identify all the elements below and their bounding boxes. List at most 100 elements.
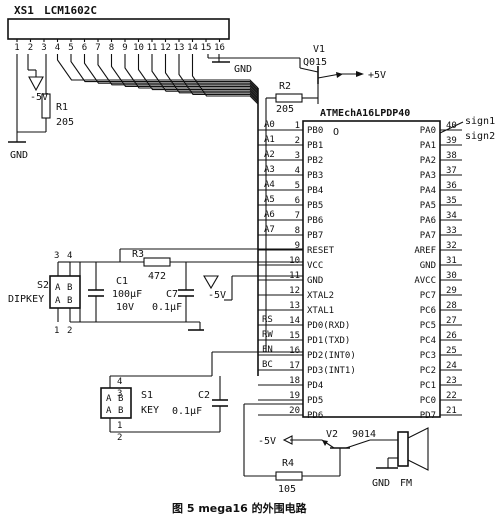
mcu-pin-num-24: 24: [446, 361, 457, 371]
s1-cell-b1: B: [118, 394, 123, 404]
mcu-pin-num-16: 16: [289, 346, 300, 356]
v2-ref: V2: [326, 429, 338, 440]
mcu-pin-num-7: 7: [295, 211, 300, 221]
mcu-pin-name-2: PB1: [307, 141, 323, 151]
s1-cell-b2: B: [118, 406, 123, 416]
s2-pin4: 4: [67, 251, 72, 261]
net-label-a5: A5: [264, 195, 275, 205]
mcu-pin-num-3: 3: [295, 151, 300, 161]
bus-wire-13: [178, 54, 259, 103]
r4-ref: R4: [282, 458, 294, 469]
mcu-right-pins: 40PA039PA138PA237PA336PA435PA534PA633PA7…: [414, 121, 462, 421]
s2-name: DIPKEY: [8, 294, 44, 305]
mcu-pin-name-39: PA1: [420, 141, 436, 151]
resistor-r3: [143, 257, 171, 267]
lcd-pin-6: 6: [82, 43, 87, 53]
mcu-pin-name-27: PC5: [420, 321, 436, 331]
mcu-pin-num-5: 5: [295, 181, 300, 191]
mcu-pin-num-40: 40: [446, 121, 457, 131]
label-r2-ref: R2: [279, 81, 291, 92]
mcu-pin-name-19: PD5: [307, 396, 323, 406]
lcd-pin-7: 7: [95, 43, 100, 53]
lcd-pin-16: 16: [214, 43, 225, 53]
mcu-pin-name-26: PC4: [420, 336, 436, 346]
mcu-pin-num-27: 27: [446, 316, 457, 326]
label-sign1: sign1: [465, 116, 495, 127]
s1-cell-a2: A: [106, 406, 112, 416]
s1-body: [100, 387, 132, 419]
mcu-pin-name-23: PC1: [420, 381, 436, 391]
lcd-pin-3: 3: [41, 43, 46, 53]
mcu-pin-name-33: PA7: [420, 231, 436, 241]
mcu-pin-num-15: 15: [289, 331, 300, 341]
mcu-pin-name-4: PB3: [307, 171, 323, 181]
mcu-pin-name-10: VCC: [307, 261, 323, 271]
net-label-a0: A0: [264, 120, 275, 130]
mcu-pin-name-31: GND: [420, 261, 436, 271]
bus-wire-12: [164, 54, 259, 102]
lcd-connector-body: [7, 18, 230, 40]
lcd-pin-15: 15: [201, 43, 212, 53]
s2-ref: S2: [37, 280, 49, 291]
mcu-pin-num-34: 34: [446, 211, 457, 221]
bus-wire-4: [56, 54, 259, 89]
net-label-a7: A7: [264, 225, 275, 235]
bus-wire-10: [137, 54, 259, 98]
mcu-pin-name-20: PD6: [307, 411, 323, 421]
lcd-pin-2: 2: [28, 43, 33, 53]
r3-ref: R3: [132, 249, 144, 260]
r4-value: 105: [278, 484, 296, 495]
mcu-pin-num-25: 25: [446, 346, 457, 356]
r3-value: 472: [148, 271, 166, 282]
buzzer-fm-horn: [407, 427, 429, 471]
net-label-a6: A6: [264, 210, 275, 220]
mcu-pin-num-22: 22: [446, 391, 457, 401]
lcd-designator: XS1: [14, 4, 34, 17]
label-v1-ref: V1: [313, 44, 325, 55]
mcu-pin-name-3: PB2: [307, 156, 323, 166]
c1-value: 100μF: [112, 289, 142, 300]
lcd-part: LCM1602C: [44, 4, 97, 17]
minus5v-symbol-left: [28, 76, 44, 92]
transistor-v1-emitter: [317, 73, 341, 79]
mcu-body: [302, 120, 441, 418]
c1-ref: C1: [116, 276, 128, 287]
mcu-pin-name-34: PA6: [420, 216, 436, 226]
bus-wire-7: [97, 54, 259, 94]
s2-cell-b1: B: [67, 283, 72, 293]
minus5v-symbol-mid: [203, 275, 219, 290]
mcu-pin-name-13: XTAL1: [307, 306, 334, 316]
s1-ref: S1: [141, 390, 153, 401]
figure-caption: 图 5 mega16 的外围电路: [172, 501, 308, 515]
label-gnd-left: GND: [10, 150, 28, 161]
net-label-a3: A3: [264, 165, 275, 175]
mcu-pin-name-18: PD4: [307, 381, 323, 391]
lcd-pin-13: 13: [174, 43, 185, 53]
transistor-v2-collector: [345, 439, 371, 449]
bus-wire-6: [83, 54, 259, 92]
net-label-a4: A4: [264, 180, 275, 190]
mcu-part: ATMEchA16LPDP40: [320, 108, 410, 119]
label-minus5v-bottom: -5V: [258, 436, 276, 447]
net-label-a1: A1: [264, 135, 275, 145]
mcu-pin-num-21: 21: [446, 406, 457, 416]
mcu-pin-num-37: 37: [446, 166, 457, 176]
lcd-pin-9: 9: [122, 43, 127, 53]
mcu-pin-name-25: PC3: [420, 351, 436, 361]
mcu-pin-name-29: PC7: [420, 291, 436, 301]
mcu-pin-name-7: PB6: [307, 216, 323, 226]
label-sign2: sign2: [465, 131, 495, 142]
mcu-pin-num-32: 32: [446, 241, 457, 251]
lcd-pin-12: 12: [160, 43, 171, 53]
lcd-pin-5: 5: [68, 43, 73, 53]
c2-value: 0.1μF: [172, 406, 202, 417]
s2-cell-a2: A: [55, 296, 61, 306]
resistor-r4: [275, 471, 303, 481]
mcu-pin-name-22: PC0: [420, 396, 436, 406]
mcu-pin-num-4: 4: [295, 166, 300, 176]
label-fm: FM: [400, 478, 412, 489]
mcu-pin-num-35: 35: [446, 196, 457, 206]
